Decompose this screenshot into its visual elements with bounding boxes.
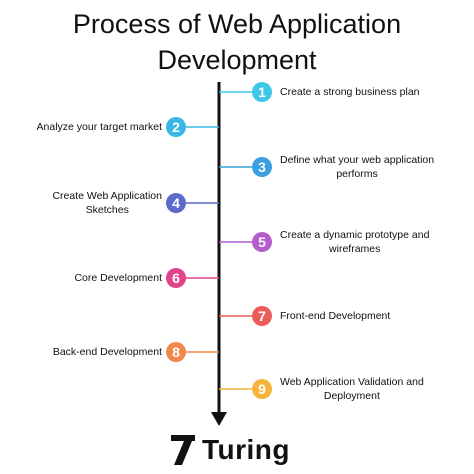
step-9-marker: 9 — [219, 379, 272, 399]
step-1-badge — [252, 82, 272, 102]
step-1-label-line: Create a strong business plan — [280, 86, 420, 98]
turing-logo-icon — [171, 435, 195, 465]
step-1-number: 1 — [258, 84, 266, 100]
step-6-marker: 6 — [166, 268, 219, 288]
step-7-label-line: Front-end Development — [280, 310, 391, 322]
step-8-badge — [166, 342, 186, 362]
step-7-badge — [252, 306, 272, 326]
step-3-marker: 3 — [219, 157, 272, 177]
step-5-badge — [252, 232, 272, 252]
step-1-marker: 1 — [219, 82, 272, 102]
step-5-label-line: wireframes — [329, 243, 381, 255]
step-9-badge — [252, 379, 272, 399]
step-4-marker: 4 — [166, 193, 219, 213]
step-3-label-line: performs — [336, 168, 378, 180]
step-8-label: Back-end Development — [53, 345, 162, 359]
step-2-label-line: Analyze your target market — [36, 121, 162, 133]
step-7-number: 7 — [258, 308, 266, 324]
step-7-marker: 7 — [219, 306, 272, 326]
step-2-label: Analyze your target market — [37, 120, 162, 134]
brand-name: Turing — [202, 434, 291, 465]
step-9-number: 9 — [258, 381, 266, 397]
step-3-badge — [252, 157, 272, 177]
brand-logo: Turing — [170, 432, 290, 468]
step-4-label-line: Create Web Application — [52, 190, 162, 202]
step-3-label: Define what your web application performs — [280, 153, 434, 181]
step-2-number: 2 — [172, 119, 180, 135]
step-8-marker: 8 — [166, 342, 219, 362]
timeline-arrowhead — [211, 412, 227, 426]
step-9-label-line: Web Application Validation and — [280, 376, 424, 388]
diagram-title: Process of Web Application Development — [0, 6, 474, 78]
step-2-marker: 2 — [166, 117, 219, 137]
step-4-number: 4 — [172, 195, 180, 211]
step-7-label: Front-end Development — [280, 309, 390, 323]
step-8-number: 8 — [172, 344, 180, 360]
title-line-2: Development — [157, 45, 317, 75]
step-4-badge — [166, 193, 186, 213]
step-5-label-line: Create a dynamic prototype and — [280, 229, 430, 241]
step-3-label-line: Define what your web application — [280, 154, 435, 166]
step-4-label-line: Sketches — [85, 204, 129, 216]
step-5-label: Create a dynamic prototype and wireframes — [280, 228, 429, 256]
step-6-label: Core Development — [74, 271, 162, 285]
step-8-label-line: Back-end Development — [52, 346, 162, 358]
step-6-badge — [166, 268, 186, 288]
step-6-label-line: Core Development — [74, 272, 162, 284]
step-2-badge — [166, 117, 186, 137]
step-9-label-line: Deployment — [323, 390, 380, 402]
step-5-marker: 5 — [219, 232, 272, 252]
title-line-1: Process of Web Application — [72, 9, 402, 39]
step-6-number: 6 — [172, 270, 180, 286]
step-5-number: 5 — [258, 234, 266, 250]
step-1-label: Create a strong business plan — [280, 85, 420, 99]
step-3-number: 3 — [258, 159, 266, 175]
